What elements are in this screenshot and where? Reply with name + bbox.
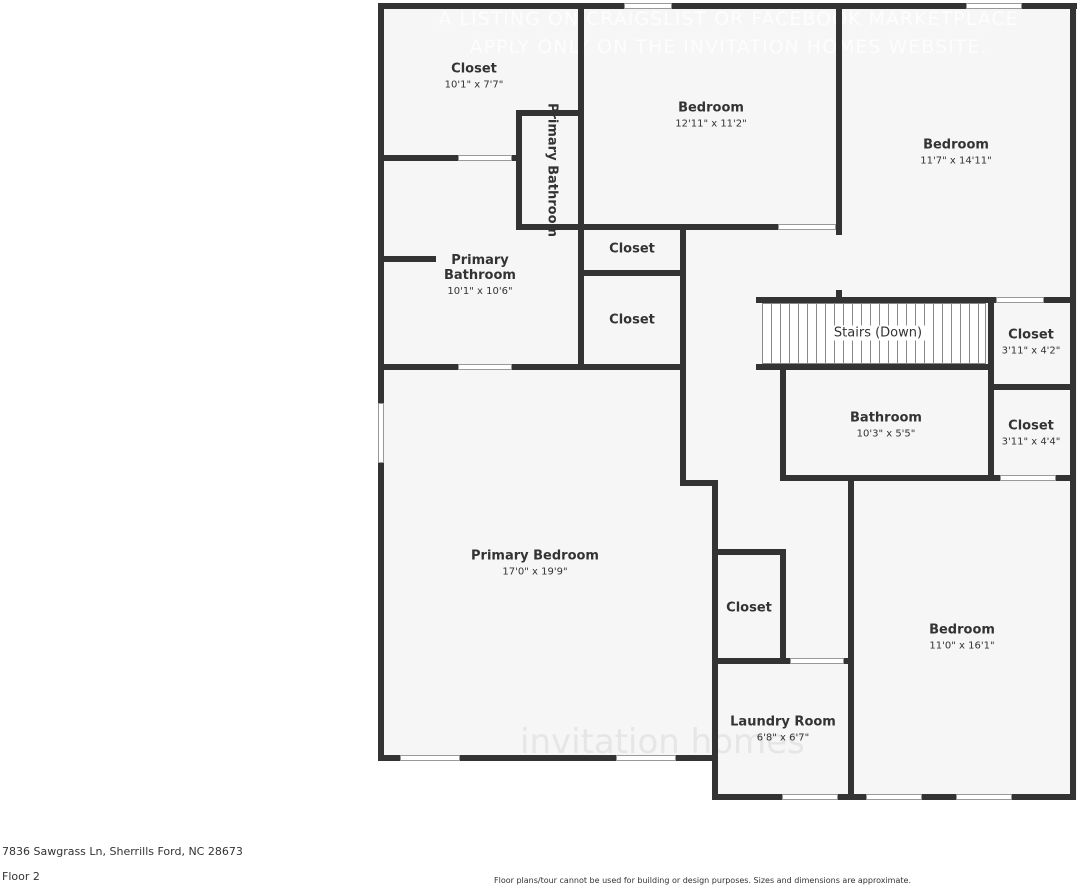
wall [848,481,854,800]
wall [378,3,384,761]
door-opening [458,155,512,161]
door-opening [458,364,512,370]
wall [378,364,686,370]
wall [718,549,786,555]
wall [578,3,584,370]
wall [756,297,1076,303]
window [966,3,1022,9]
wall [378,256,436,262]
wall [780,475,1076,481]
window [378,403,384,463]
room-stairs: Stairs (Down) [829,325,927,341]
door-opening [790,658,844,664]
room-closet-6: Closet [726,600,772,616]
window [782,794,838,800]
wall [378,755,718,761]
wall [584,224,840,230]
wall [1070,3,1076,800]
window [866,794,922,800]
wall [988,384,1076,390]
wall [516,110,584,116]
floor-label: Floor 2 [2,870,40,883]
wall [756,364,990,370]
floor-area [378,3,1077,761]
wall [836,290,842,303]
window [956,794,1012,800]
wall [516,110,522,230]
window [400,755,460,761]
wall [378,155,520,161]
disclaimer: Floor plans/tour cannot be used for buil… [494,876,911,885]
wall [378,3,1077,9]
wall [836,3,842,235]
window [616,755,676,761]
room-closet-3: Closet [609,312,655,328]
wall [780,370,786,481]
door-opening [1000,475,1056,481]
wall [680,230,686,486]
wall [712,480,718,800]
door-opening [996,297,1044,303]
wall [780,549,786,662]
address: 7836 Sawgrass Ln, Sherrills Ford, NC 286… [2,845,243,858]
floor-area [712,755,1077,800]
stairs-graphic [762,303,986,364]
room-closet-2: Closet [609,241,655,257]
watermark-line-2: APPLY ONLY ON THE INVITATION HOMES WEBSI… [469,36,988,58]
room-primary-bathroom-small: Primary Bathroom [544,102,560,238]
wall [718,658,850,664]
door-opening [778,224,836,230]
wall [680,480,718,486]
watermark-line-1: A LISTING ON CRAIGSLIST OR FACEBOOK MARK… [438,8,1019,30]
wall [516,224,584,230]
wall [584,270,686,276]
window [624,3,672,9]
